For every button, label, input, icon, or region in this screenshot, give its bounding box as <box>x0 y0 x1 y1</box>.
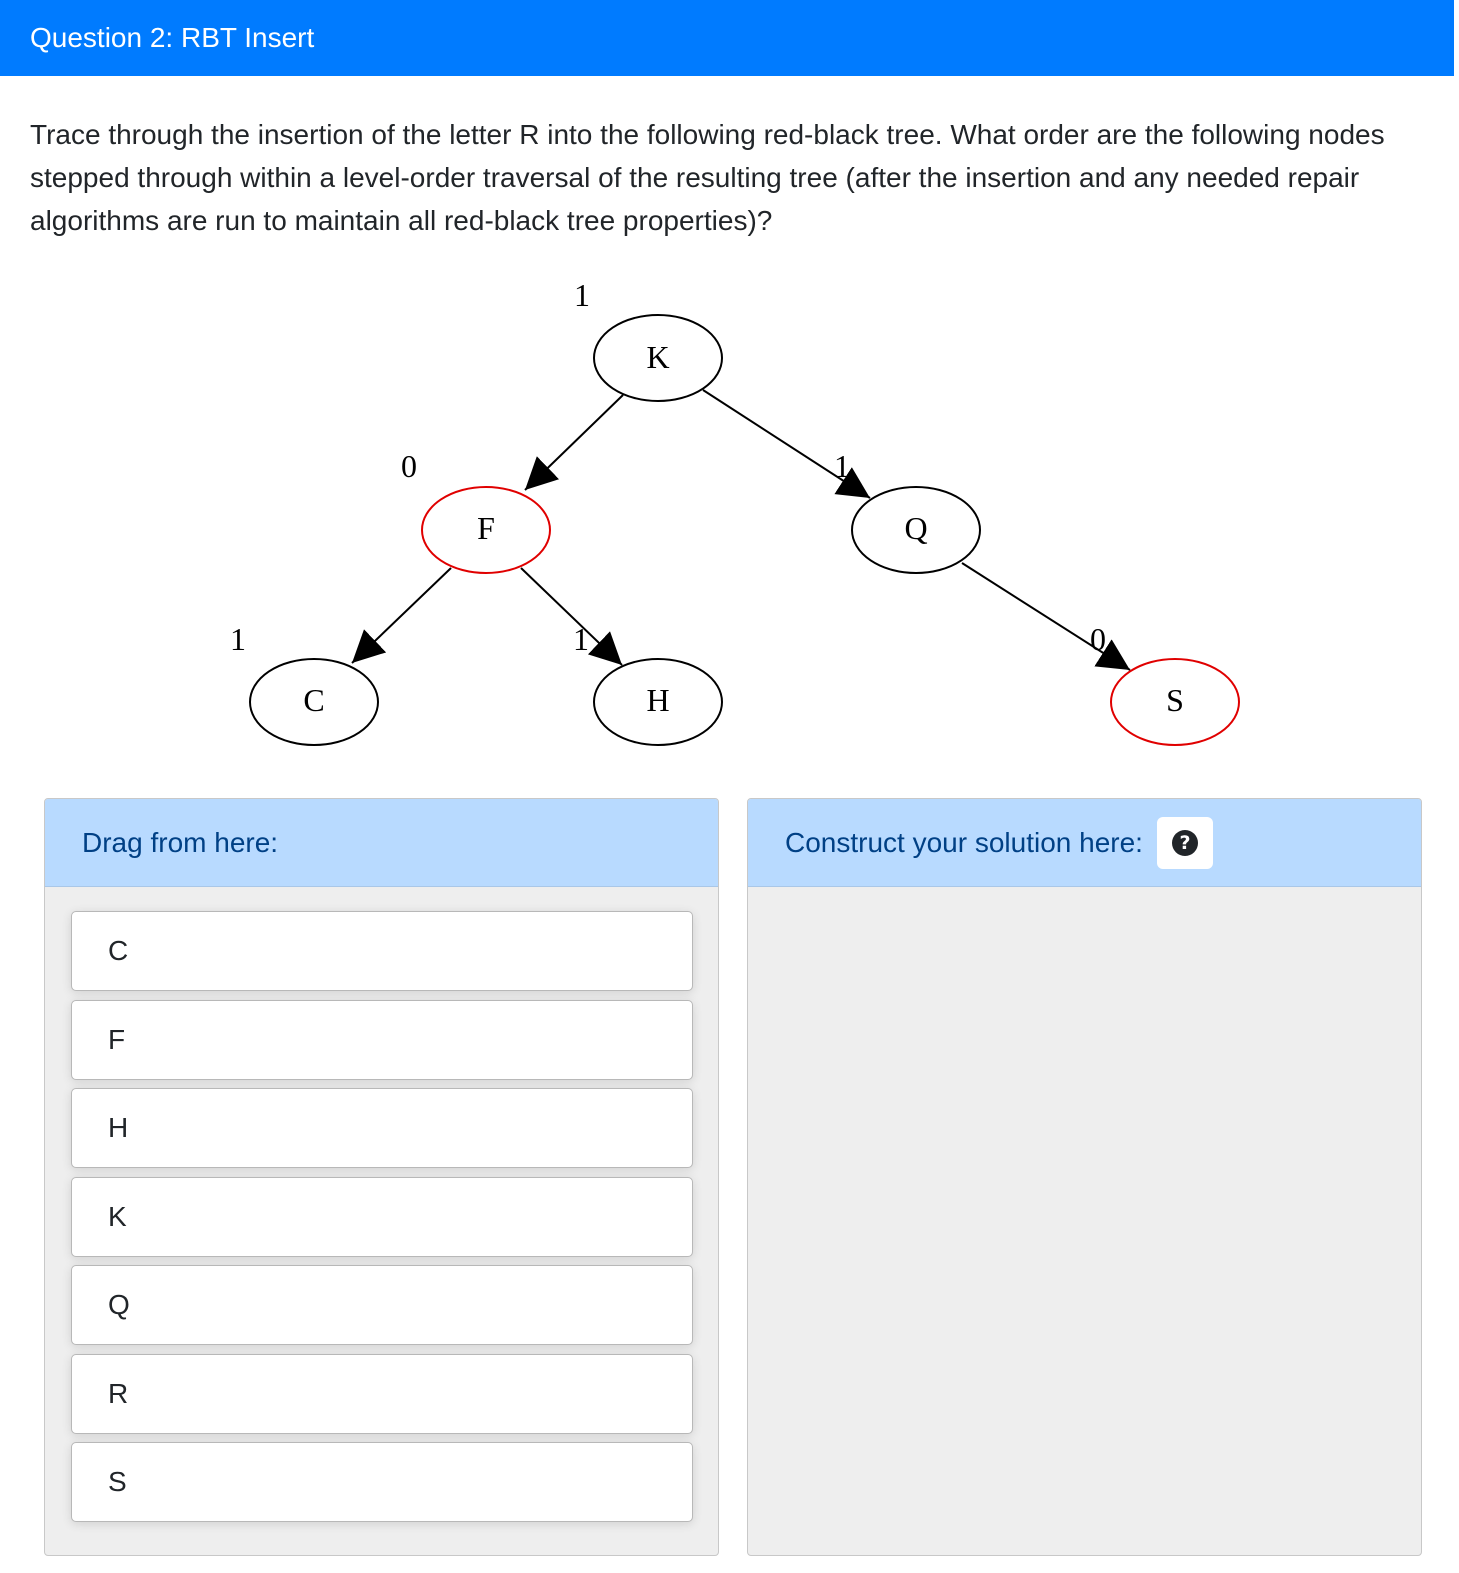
label-h: 1 <box>573 621 589 657</box>
question-prompt: Trace through the insertion of the lette… <box>30 119 1385 236</box>
node-s: S <box>1110 658 1240 746</box>
label-k: 1 <box>574 277 590 313</box>
label-c: 1 <box>230 621 246 657</box>
node-k: K <box>593 314 723 402</box>
node-h: H <box>593 658 723 746</box>
source-panel-title: Drag from here: <box>82 826 279 858</box>
drag-block-c[interactable]: C <box>71 911 693 991</box>
label-q: 1 <box>834 448 850 484</box>
edge-f-h <box>520 567 623 666</box>
drag-block-q[interactable]: Q <box>71 1265 693 1345</box>
node-k-label: K <box>646 339 669 375</box>
edge-k-q <box>702 389 871 499</box>
label-s: 0 <box>1090 621 1106 657</box>
solution-panel-title: Construct your solution here: <box>785 826 1143 858</box>
node-f: F <box>421 486 551 574</box>
drag-block-k[interactable]: K <box>71 1176 693 1257</box>
node-c: C <box>249 658 379 746</box>
drag-block-h[interactable]: H <box>71 1088 693 1168</box>
help-button[interactable]: ? <box>1156 816 1213 869</box>
node-s-label: S <box>1166 682 1184 718</box>
source-panel-header: Drag from here: <box>45 799 718 887</box>
node-c-label: C <box>303 682 324 718</box>
node-q: Q <box>851 486 981 574</box>
edge-q-s <box>961 562 1131 671</box>
red-black-tree-diagram: 1 0 1 1 1 0 K F Q C H S <box>230 277 1240 746</box>
node-q-label: Q <box>904 510 927 546</box>
source-block-list: C F H K Q R S <box>71 911 693 1531</box>
edge-f-c <box>351 567 452 664</box>
drag-block-f[interactable]: F <box>71 999 693 1080</box>
drag-block-s[interactable]: S <box>71 1442 693 1522</box>
label-f: 0 <box>401 448 417 484</box>
node-f-label: F <box>477 510 495 546</box>
solution-panel[interactable]: Construct your solution here: ? <box>747 798 1422 1556</box>
solution-panel-header: Construct your solution here: ? <box>748 799 1421 887</box>
drag-block-r[interactable]: R <box>71 1353 693 1434</box>
edge-k-f <box>524 394 624 491</box>
source-panel: Drag from here: C F H K Q R S <box>44 798 719 1556</box>
node-h-label: H <box>646 682 669 718</box>
question-title: Question 2: RBT Insert <box>30 22 315 53</box>
question-header: Question 2: RBT Insert <box>0 0 1454 76</box>
question-circle-icon: ? <box>1171 829 1198 856</box>
